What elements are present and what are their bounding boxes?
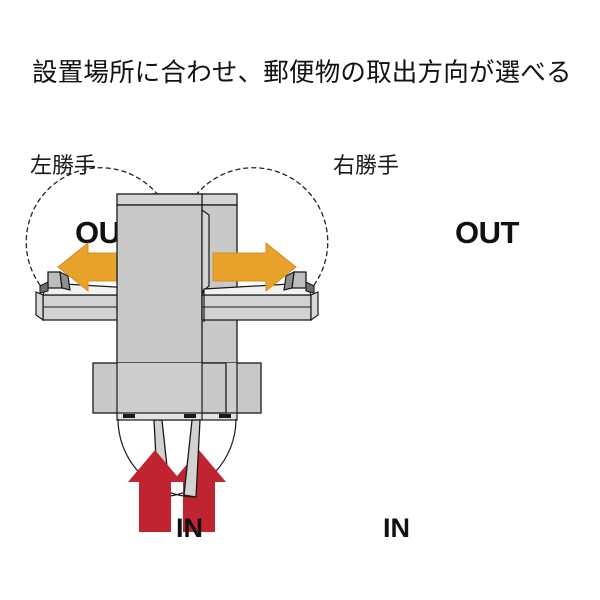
right-hand-group xyxy=(92,167,329,532)
label-right-hand: 右勝手 xyxy=(333,153,400,178)
slot-lip xyxy=(116,412,203,421)
label-left-hand: 左勝手 xyxy=(30,153,97,178)
mail-insert-flap xyxy=(183,419,201,498)
cabinet-hinge-strip xyxy=(201,208,210,294)
arrow-up-icon-left xyxy=(172,450,226,532)
slot-notch-left xyxy=(184,414,196,418)
door-latch xyxy=(305,281,315,294)
arrow-up-icon-right xyxy=(128,450,182,532)
in-label-left: IN xyxy=(176,513,203,543)
door-lock-knob-side xyxy=(283,270,295,291)
slot-notch-right xyxy=(219,414,231,418)
takeout-door-end-cap xyxy=(35,291,44,322)
in-label-right: IN xyxy=(383,513,410,543)
dashed-arc-icon xyxy=(195,167,329,290)
takeout-door-end-cap xyxy=(310,291,319,322)
out-label-right: OUT xyxy=(455,215,520,250)
arrow-right-icon xyxy=(212,241,297,293)
mounting-block-front xyxy=(117,363,202,413)
cabinet-top-cap xyxy=(116,193,203,206)
dashed-arc-icon xyxy=(25,167,159,290)
door-lock-knob-side xyxy=(59,270,71,291)
door-latch xyxy=(39,281,49,294)
slot-notch-right xyxy=(123,414,135,418)
page-title: 設置場所に合わせ、郵便物の取出方向が選べる xyxy=(32,59,572,87)
